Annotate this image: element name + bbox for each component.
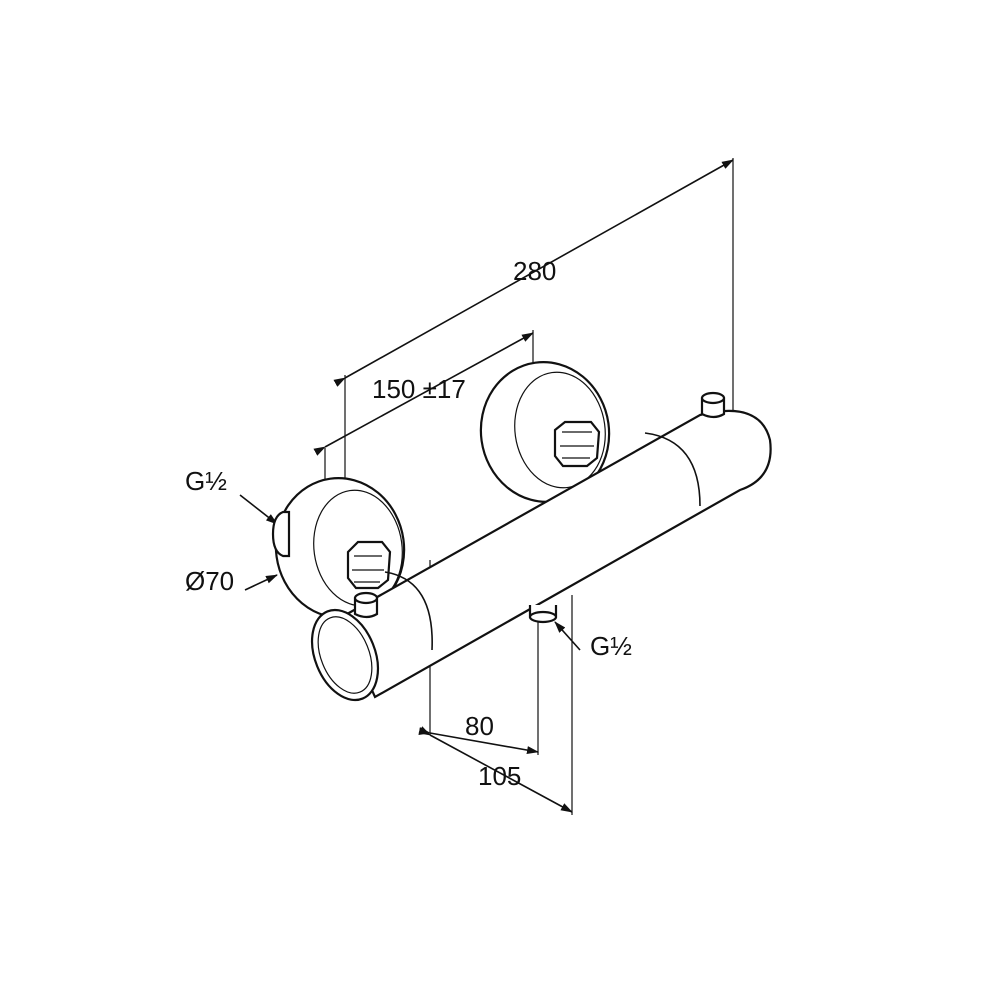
body-cylinder (338, 409, 772, 699)
label-diameter: Ø70 (185, 566, 234, 596)
dimension-line (418, 726, 573, 813)
leader-g-outlet (554, 621, 581, 651)
mixer-body (310, 391, 772, 702)
dimension-line (313, 332, 534, 456)
leader-diameter (244, 574, 278, 591)
dimension-105 (418, 595, 573, 815)
end-cap (310, 608, 380, 702)
label-inlet-thread: G½ (185, 466, 227, 496)
temperature-handle-edge (644, 432, 701, 507)
leader-g-inlet (239, 494, 278, 525)
right-union-nut (553, 420, 601, 468)
label-outlet-thread: G½ (590, 631, 632, 661)
label-80: 80 (465, 711, 494, 741)
left-union-nut (346, 540, 392, 590)
flow-handle-edge (384, 571, 433, 651)
left-escutcheon (271, 477, 406, 619)
left-inlet-connector (271, 510, 291, 558)
label-280: 280 (513, 256, 556, 286)
label-105: 105 (478, 761, 521, 791)
label-150: 150 ±17 (372, 374, 466, 404)
